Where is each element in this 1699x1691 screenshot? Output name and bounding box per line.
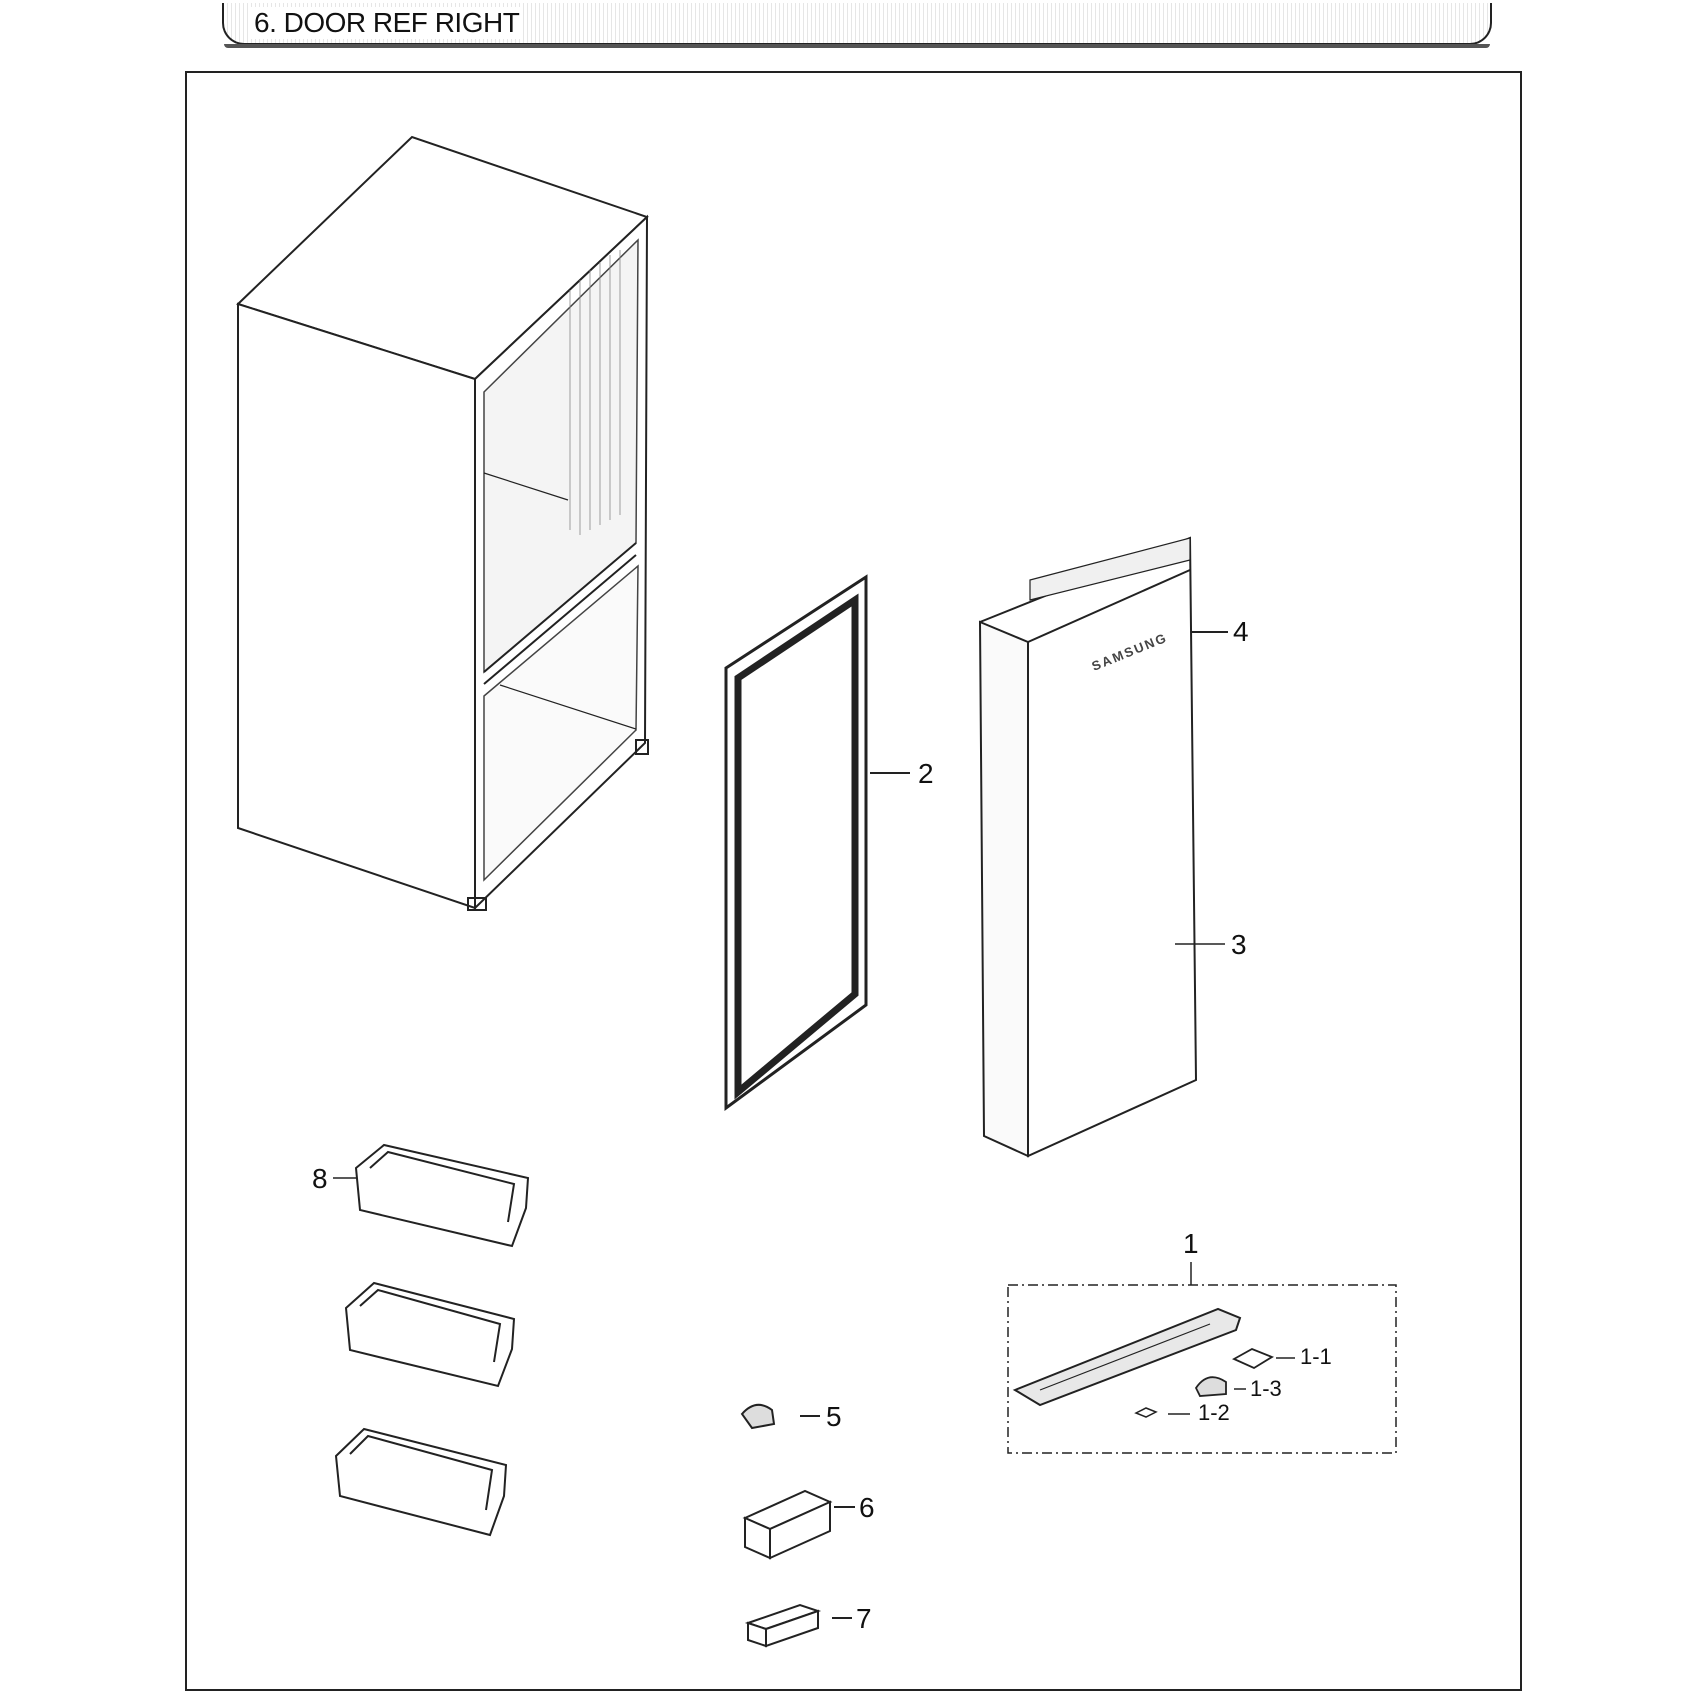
- door-bin-2: [344, 1281, 516, 1388]
- door-bin-1: [354, 1143, 530, 1248]
- callout-label-1-3: 1-3: [1250, 1376, 1282, 1401]
- callout-label-2: 2: [918, 758, 934, 789]
- part-6-block: [742, 1489, 833, 1560]
- callout-label-4: 4: [1233, 616, 1249, 647]
- callout-label-5: 5: [826, 1401, 842, 1432]
- callout-label-1-2: 1-2: [1198, 1400, 1230, 1425]
- callout-label-6: 6: [859, 1492, 875, 1523]
- part-1-1-plate: [1231, 1348, 1275, 1370]
- callout-label-1: 1: [1183, 1228, 1199, 1259]
- callout-label-8: 8: [312, 1163, 328, 1194]
- door-bin-3: [334, 1427, 508, 1537]
- part-1-2-washer: [1134, 1407, 1158, 1418]
- callout-label-7: 7: [856, 1603, 872, 1634]
- part-1-3-cam: [1194, 1376, 1227, 1397]
- part-5-hinge-cap: [740, 1403, 776, 1430]
- callout-label-3: 3: [1231, 929, 1247, 960]
- refrigerator-cabinet: [236, 135, 649, 911]
- cabinet-shading: [569, 250, 621, 535]
- part-7-block: [744, 1603, 822, 1648]
- section-title: 6. DOOR REF RIGHT: [250, 7, 524, 39]
- assembly-1-box: [1007, 1262, 1397, 1454]
- callout-label-1-1: 1-1: [1300, 1344, 1332, 1369]
- door-gasket: [724, 574, 868, 1111]
- refrigerator-door: [978, 536, 1198, 1158]
- part-1-hinge-bar: [1012, 1307, 1242, 1407]
- section-header-bar: 6. DOOR REF RIGHT: [222, 3, 1492, 48]
